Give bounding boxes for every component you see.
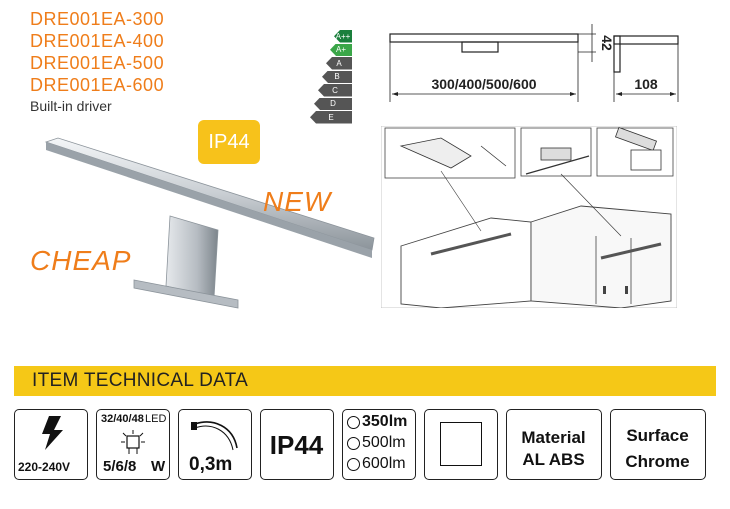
material-label: Material	[521, 428, 586, 447]
energy-class-label: C	[332, 85, 338, 95]
energy-class-label: D	[330, 99, 336, 109]
driver-note: Built-in driver	[30, 98, 112, 114]
width-dimension: 300/400/500/600	[431, 76, 536, 92]
energy-class-label: E	[328, 112, 334, 122]
lumen-spec: 350lm 500lm 600lm	[342, 409, 416, 480]
radio-circle-icon	[347, 457, 360, 471]
led-bulb-icon	[121, 430, 145, 454]
energy-class-arrow: A++	[334, 30, 352, 43]
cable-icon	[191, 421, 238, 451]
depth-dimension: 108	[634, 76, 658, 92]
led-wattage-spec: 32/40/48 LED 5/6/8 W	[96, 409, 170, 480]
surface-spec: Surface Chrome	[610, 409, 706, 480]
wattage-unit: W	[151, 458, 166, 475]
led-count-value: 32/40/48	[101, 413, 144, 425]
energy-class-arrow: C	[318, 84, 352, 97]
ip-value: IP44	[269, 430, 324, 460]
lumen-row: 500lm	[347, 434, 406, 452]
cable-length: 0,3m	[189, 454, 233, 475]
voltage-value: 220-240V	[18, 460, 71, 474]
ip-spec: IP44	[260, 409, 334, 480]
ip-rating-badge: IP44	[198, 120, 260, 164]
model-code: DRE001EA-400	[30, 31, 165, 51]
lamp-product-image	[44, 137, 375, 309]
lightning-icon	[42, 416, 63, 450]
installation-diagram	[381, 126, 677, 308]
lumen-value: 500lm	[362, 434, 406, 451]
model-code: DRE001EA-500	[30, 53, 165, 73]
surface-value: Chrome	[625, 452, 690, 471]
section-header: ITEM TECHNICAL DATA	[14, 366, 716, 396]
led-word: LED	[145, 413, 167, 425]
shape-spec	[424, 409, 498, 480]
model-code: DRE001EA-300	[30, 9, 165, 29]
energy-class-arrow: B	[322, 70, 352, 83]
model-list: DRE001EA-300 DRE001EA-400 DRE001EA-500 D…	[30, 8, 164, 114]
dimension-drawing: 300/400/500/600 42 108	[389, 24, 679, 102]
lumen-value: 350lm	[362, 413, 408, 430]
square-icon	[440, 422, 482, 466]
lumen-value: 600lm	[362, 455, 406, 472]
radio-circle-icon	[347, 436, 360, 450]
energy-class-arrow: D	[314, 97, 352, 110]
lumen-row: 600lm	[347, 455, 406, 473]
radio-circle-icon	[347, 415, 360, 429]
energy-class-arrow: A+	[330, 43, 352, 56]
energy-class-label: A+	[335, 45, 346, 55]
model-code: DRE001EA-600	[30, 75, 165, 95]
cheap-label: CHEAP	[30, 245, 132, 276]
material-spec: Material AL ABS	[506, 409, 602, 480]
surface-label: Surface	[626, 426, 689, 445]
section-title: ITEM TECHNICAL DATA	[32, 370, 249, 391]
energy-class-arrow: A	[326, 57, 352, 70]
energy-class-label: A	[336, 58, 342, 68]
cable-spec: 0,3m	[178, 409, 252, 480]
height-dimension: 42	[599, 35, 615, 51]
energy-class-arrow: E	[310, 111, 352, 124]
new-label: NEW	[263, 186, 332, 217]
wattage-value: 5/6/8	[103, 458, 137, 475]
energy-class-label: B	[334, 72, 340, 82]
energy-class-label: A++	[335, 31, 351, 41]
material-value: AL ABS	[522, 450, 585, 469]
lumen-row: 350lm	[347, 413, 407, 431]
voltage-spec: 220-240V	[14, 409, 88, 480]
